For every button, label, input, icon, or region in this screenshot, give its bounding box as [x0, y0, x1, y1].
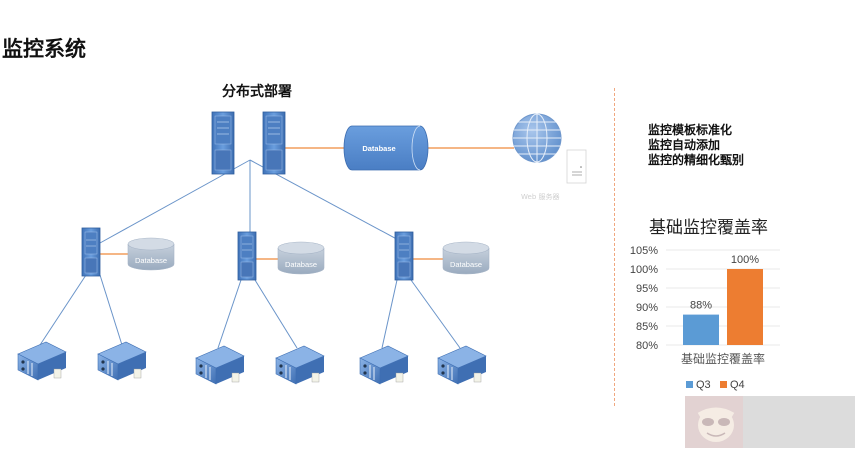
feature-item: 监控模板标准化: [648, 123, 733, 137]
y-tick-label: 90%: [636, 302, 658, 314]
data-label: 100%: [731, 254, 759, 266]
rack-server-icon: [97, 341, 147, 381]
feature-item: 监控的精细化甄别: [648, 153, 745, 167]
database-icon: [442, 241, 490, 275]
legend-swatch-q3: [686, 381, 693, 388]
main-database-icon: [343, 125, 429, 171]
database-icon: [277, 241, 325, 275]
server-icon: [262, 111, 286, 175]
monkey-logo-icon: [697, 407, 735, 442]
db-links: [98, 147, 514, 260]
page-title: 监控系统: [2, 37, 86, 61]
legend-label: Q4: [730, 379, 745, 391]
watermark: [685, 396, 855, 448]
coverage-bar-chart: 80% 85% 90% 95% 100% 105% 88% 100% 基础监控覆盖率 Q3 Q4: [630, 245, 780, 391]
bar-q4: [727, 269, 763, 345]
data-label: 88%: [690, 300, 712, 312]
web-page-icon: [566, 149, 587, 184]
network-links: [39, 159, 461, 349]
feature-item: 监控自动添加: [648, 138, 721, 152]
database-icon: [127, 237, 175, 271]
link-line: [410, 279, 461, 349]
main-database-label: Database: [362, 144, 395, 153]
y-tick-label: 100%: [630, 264, 658, 276]
x-category-label: 基础监控覆盖率: [681, 351, 765, 366]
legend-label: Q3: [696, 379, 711, 391]
legend-swatch-q4: [720, 381, 727, 388]
link-line: [381, 279, 398, 349]
rack-server-icon: [17, 341, 67, 381]
bar-q3: [683, 314, 719, 345]
chart-title: 基础监控覆盖率: [649, 218, 768, 238]
link-line: [99, 274, 123, 346]
rack-server-icon: [437, 345, 487, 385]
server-icon: [394, 231, 414, 281]
database-label: Database: [285, 260, 317, 269]
feature-list: 监控模板标准化 监控自动添加 监控的精细化甄别: [648, 123, 744, 168]
y-tick-label: 105%: [630, 245, 658, 257]
architecture-diagram: Database: [17, 111, 587, 385]
y-tick-label: 80%: [636, 340, 658, 352]
rack-server-icon: [195, 345, 245, 385]
link-line: [254, 279, 298, 349]
link-line: [39, 274, 87, 346]
server-icon: [237, 231, 257, 281]
section-divider: [614, 88, 615, 406]
rack-server-icon: [275, 345, 325, 385]
web-server-label: Web 服务器: [521, 193, 560, 201]
globe-icon: [512, 113, 562, 163]
y-tick-label: 95%: [636, 283, 658, 295]
server-icon: [211, 111, 235, 175]
database-label: Database: [135, 256, 167, 265]
server-icon: [81, 227, 101, 277]
y-tick-label: 85%: [636, 321, 658, 333]
diagram-title: 分布式部署: [222, 84, 292, 100]
database-label: Database: [450, 260, 482, 269]
link-line: [217, 279, 242, 349]
rack-server-icon: [359, 345, 409, 385]
